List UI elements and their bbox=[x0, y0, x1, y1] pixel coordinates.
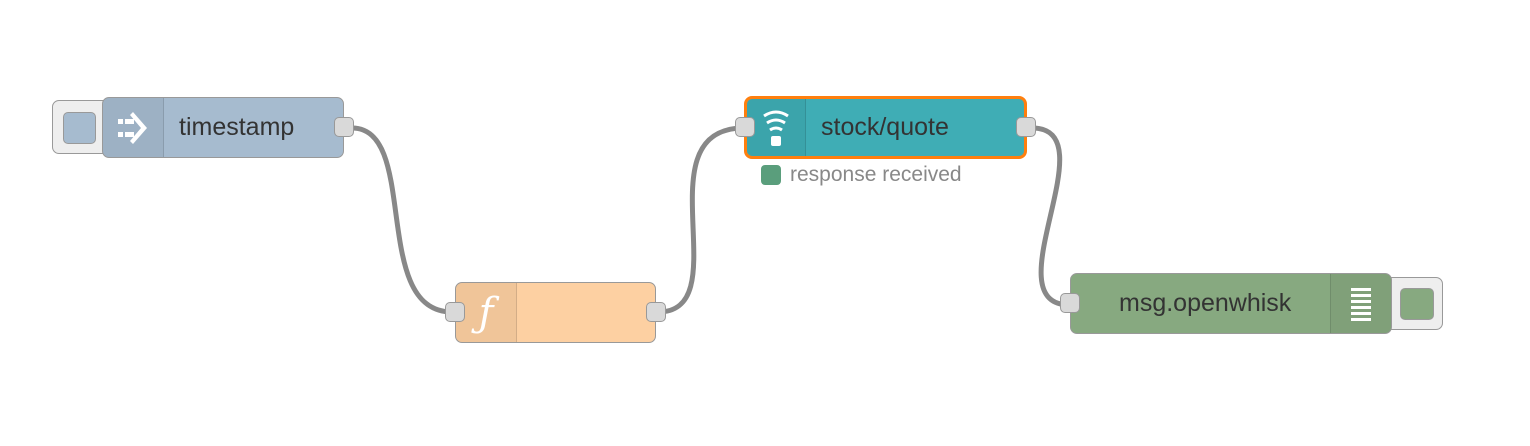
wire-http-to-debug[interactable] bbox=[1029, 125, 1073, 308]
stock-quote-icon-box bbox=[747, 99, 806, 156]
stock-quote-node[interactable]: stock/quote bbox=[735, 96, 1036, 159]
arrow-in-icon bbox=[118, 111, 147, 144]
stock-quote-output-port[interactable] bbox=[1016, 117, 1036, 137]
stock-quote-status: response received bbox=[761, 162, 962, 187]
inject-button[interactable] bbox=[52, 100, 110, 154]
debug-icon-box bbox=[1330, 274, 1391, 333]
inject-node-label: timestamp bbox=[179, 113, 295, 141]
inject-button-inner bbox=[63, 112, 96, 144]
wire-function-to-http[interactable] bbox=[655, 125, 747, 315]
function-node[interactable]: ƒ bbox=[445, 282, 666, 343]
inject-node[interactable]: timestamp bbox=[102, 97, 354, 158]
function-icon: ƒ bbox=[478, 289, 494, 336]
stock-quote-node-label: stock/quote bbox=[821, 113, 949, 141]
debug-toggle-inner bbox=[1400, 288, 1434, 320]
debug-icon bbox=[1351, 287, 1371, 321]
debug-node-label: msg.openwhisk bbox=[1119, 289, 1292, 317]
inject-output-port[interactable] bbox=[334, 117, 354, 137]
inject-icon-box bbox=[103, 98, 164, 157]
wifi-icon bbox=[763, 110, 789, 146]
debug-node[interactable]: msg.openwhisk bbox=[1060, 273, 1392, 334]
debug-toggle-button[interactable] bbox=[1385, 277, 1443, 330]
status-text: response received bbox=[790, 162, 962, 186]
function-icon-box: ƒ bbox=[456, 283, 517, 342]
function-input-port[interactable] bbox=[445, 302, 465, 322]
function-output-port[interactable] bbox=[646, 302, 666, 322]
debug-input-port[interactable] bbox=[1060, 293, 1080, 313]
wire-inject-to-function[interactable] bbox=[349, 125, 455, 315]
status-dot bbox=[761, 164, 781, 185]
stock-quote-input-port[interactable] bbox=[735, 117, 755, 137]
